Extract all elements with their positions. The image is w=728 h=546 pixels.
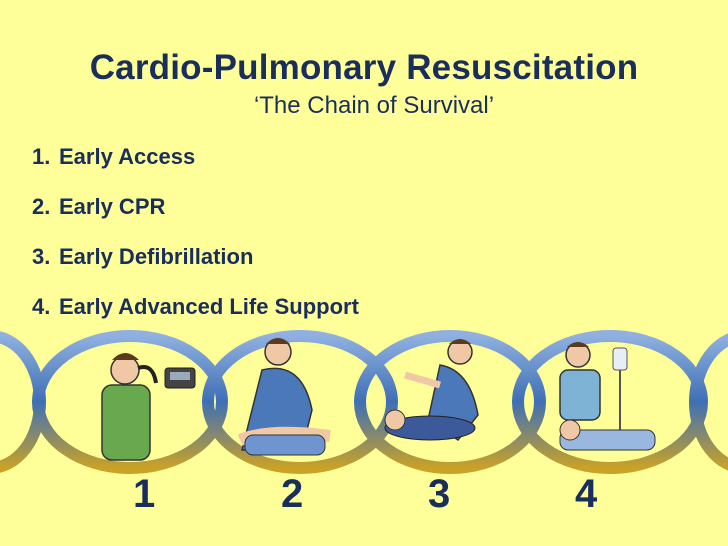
step-label: Early Advanced Life Support [59, 294, 359, 319]
chain-of-survival-illustration [0, 330, 728, 474]
slide-title: Cardio-Pulmonary Resuscitation [89, 48, 639, 87]
chain-number: 1 [133, 472, 156, 516]
chain-number: 4 [575, 472, 598, 516]
chain-ring [512, 330, 708, 474]
step-item: 3.Early Defibrillation [32, 240, 359, 290]
chain-ring [32, 330, 228, 474]
chain-ring [689, 333, 728, 471]
step-item: 2.Early CPR [32, 190, 359, 240]
steps-list: 1.Early Access 2.Early CPR 3.Early Defib… [32, 140, 359, 340]
defibrillation-figure [384, 339, 479, 442]
cpr-figure [237, 338, 331, 456]
step-item: 1.Early Access [32, 140, 359, 190]
chain-ring [354, 330, 546, 474]
person-on-phone-figure [101, 353, 196, 461]
slide-subtitle: ‘The Chain of Survival’ [253, 92, 495, 119]
chain-rings [0, 330, 728, 474]
advanced-life-support-figure [559, 342, 656, 451]
step-label: Early Access [59, 144, 196, 169]
chain-ring [202, 330, 398, 474]
chain-numbers: 1 2 3 4 [0, 472, 728, 522]
step-item: 4.Early Advanced Life Support [32, 290, 359, 340]
chain-number: 3 [428, 472, 451, 516]
step-label: Early Defibrillation [59, 244, 254, 269]
chain-number: 2 [281, 472, 304, 516]
step-label: Early CPR [59, 194, 166, 219]
